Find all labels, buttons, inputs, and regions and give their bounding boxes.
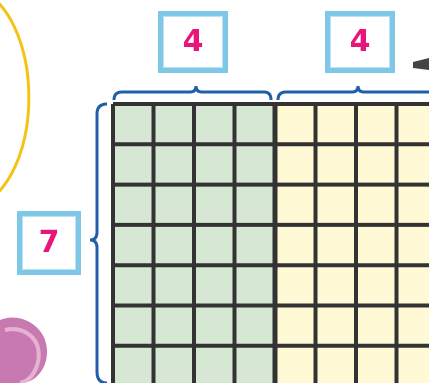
top-right-number-box: 4 (325, 11, 395, 73)
green-cell (154, 104, 195, 144)
yellow-cell (397, 265, 429, 305)
green-cell (235, 306, 276, 346)
yellow-cell (275, 346, 316, 383)
green-cell (235, 346, 276, 383)
yellow-cell (316, 265, 357, 305)
green-cell (194, 144, 235, 184)
green-cell (194, 346, 235, 383)
green-cell (194, 104, 235, 144)
top-left-number-box: 4 (158, 11, 228, 73)
green-cell (154, 265, 195, 305)
yellow-cell (397, 104, 429, 144)
yellow-cell (275, 144, 316, 184)
yellow-cell (397, 144, 429, 184)
green-cell (235, 265, 276, 305)
yellow-cell (397, 185, 429, 225)
yellow-cell (356, 185, 397, 225)
yellow-cell (397, 225, 429, 265)
top-right-brace (278, 86, 429, 100)
green-cell (154, 185, 195, 225)
yellow-cell (356, 306, 397, 346)
left-number: 7 (39, 228, 60, 258)
green-cell (235, 185, 276, 225)
yellow-cell (356, 144, 397, 184)
green-cell (154, 306, 195, 346)
green-cell (194, 306, 235, 346)
yellow-cell (316, 306, 357, 346)
green-cell (194, 185, 235, 225)
green-cell (194, 265, 235, 305)
green-cell (154, 225, 195, 265)
yellow-cell (397, 346, 429, 383)
yellow-cell (316, 104, 357, 144)
green-cell (113, 265, 154, 305)
green-cell (235, 225, 276, 265)
green-cell (113, 144, 154, 184)
yellow-cell (356, 104, 397, 144)
left-brace (90, 104, 107, 383)
top-left-brace (114, 86, 271, 100)
yellow-cell (356, 225, 397, 265)
green-cell (113, 306, 154, 346)
left-number-box: 7 (17, 211, 81, 275)
green-cell (235, 144, 276, 184)
green-cell (154, 144, 195, 184)
pencil-tip-icon (413, 58, 429, 70)
yellow-cell (316, 225, 357, 265)
green-cell (154, 346, 195, 383)
yellow-cell (275, 225, 316, 265)
green-cell (113, 225, 154, 265)
green-cell (113, 185, 154, 225)
yellow-cell (275, 265, 316, 305)
yellow-cell (397, 306, 429, 346)
green-cell (235, 104, 276, 144)
green-cell (113, 346, 154, 383)
green-cell (194, 225, 235, 265)
top-right-number: 4 (350, 27, 371, 57)
yellow-cell (356, 346, 397, 383)
yellow-cell (316, 346, 357, 383)
yellow-cell (356, 265, 397, 305)
yellow-cell (275, 306, 316, 346)
top-left-number: 4 (183, 27, 204, 57)
yellow-cell (316, 144, 357, 184)
yellow-cell (316, 185, 357, 225)
yellow-cell (275, 104, 316, 144)
yellow-cell (275, 185, 316, 225)
decorative-circle-arc (0, 0, 29, 205)
green-cell (113, 104, 154, 144)
